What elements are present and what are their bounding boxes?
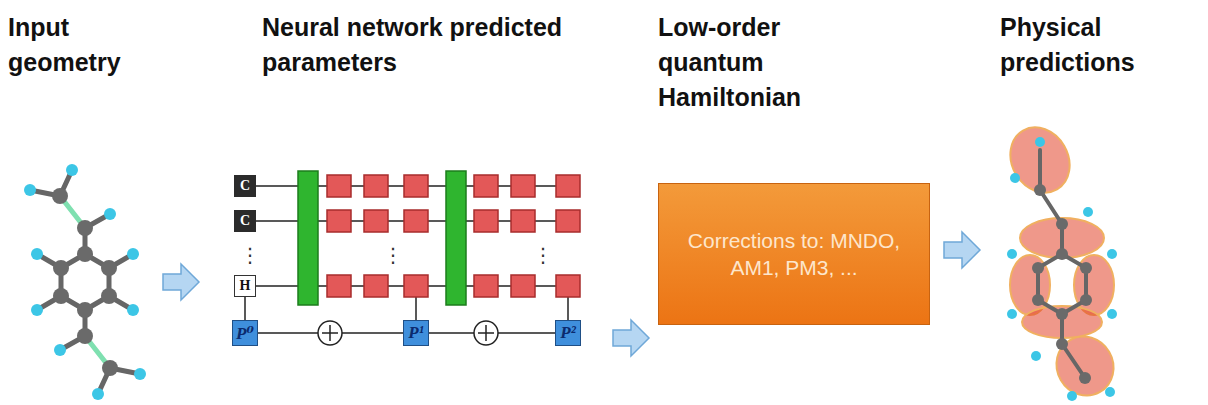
node-text: P⁰ bbox=[236, 323, 254, 344]
atom-input: C bbox=[234, 175, 256, 197]
atom-layer-cell bbox=[364, 175, 388, 197]
atom-layer bbox=[327, 175, 580, 297]
ellipsis: ⋮ bbox=[240, 244, 254, 266]
atom-layer-cell bbox=[511, 275, 535, 297]
parameter-box: P² bbox=[555, 320, 581, 346]
parameter-box: P⁰ bbox=[232, 320, 258, 346]
atom-layer-cell bbox=[474, 175, 498, 197]
ellipsis: ⋮ bbox=[533, 244, 547, 266]
atom-layer-cell bbox=[511, 210, 535, 232]
node-text: H bbox=[240, 278, 251, 294]
atom-layer-cell bbox=[511, 175, 535, 197]
node-text: C bbox=[240, 178, 250, 194]
output-molecule bbox=[999, 117, 1124, 405]
input-molecule bbox=[24, 164, 146, 400]
node-text: P² bbox=[560, 323, 575, 343]
connector bbox=[245, 297, 246, 320]
atom-layer-cell bbox=[474, 210, 498, 232]
column-heading: Input geometry bbox=[8, 10, 158, 80]
hamiltonian-box: Corrections to: MNDO, AM1, PM3, ... bbox=[658, 183, 930, 325]
parameter-box: P¹ bbox=[403, 320, 429, 346]
ellipsis: ⋮ bbox=[383, 244, 397, 266]
column-heading: Physical predictions bbox=[1000, 10, 1200, 80]
atom-layer-cell bbox=[364, 275, 388, 297]
column-heading: Neural network predicted parameters bbox=[262, 10, 582, 80]
atom-layer-cell bbox=[556, 210, 580, 232]
atom-layer-cell bbox=[327, 275, 351, 297]
connector bbox=[429, 333, 555, 334]
node-text: C bbox=[240, 213, 250, 229]
atom-input: H bbox=[234, 275, 256, 297]
atom-layer-cell bbox=[404, 275, 428, 297]
atom-layer-cell bbox=[404, 175, 428, 197]
atom-layer-cell bbox=[556, 275, 580, 297]
atom-layer-cell bbox=[327, 210, 351, 232]
atom-layer-cell bbox=[404, 210, 428, 232]
mixing-layer bbox=[298, 171, 466, 305]
sum-symbol bbox=[318, 321, 498, 345]
atom-layer-cell bbox=[327, 175, 351, 197]
node-text: P¹ bbox=[408, 323, 423, 343]
node-text: Corrections to: MNDO, AM1, PM3, ... bbox=[673, 227, 915, 281]
atom-layer-cell bbox=[474, 275, 498, 297]
column-heading: Low-order quantum Hamiltonian bbox=[658, 10, 828, 115]
atom-input: C bbox=[234, 210, 256, 232]
atom-layer-cell bbox=[556, 175, 580, 197]
atom-layer-cell bbox=[364, 210, 388, 232]
